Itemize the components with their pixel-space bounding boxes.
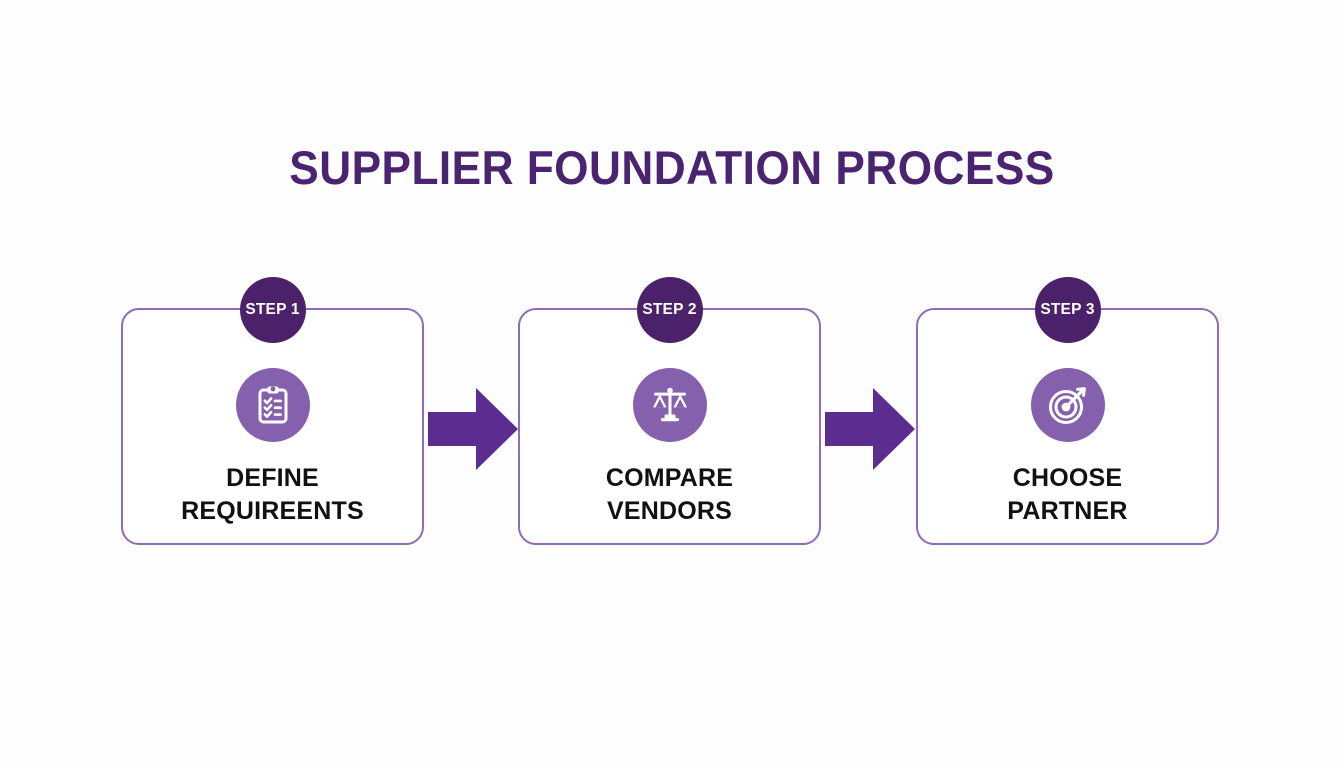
step-badge-2: STEP 2 bbox=[636, 277, 703, 343]
step-icon-circle-2 bbox=[632, 368, 707, 442]
balance-scales-icon bbox=[648, 383, 692, 427]
step-icon-circle-1 bbox=[235, 368, 310, 442]
step-label-2: COMPARE VENDORS bbox=[520, 462, 819, 528]
step-badge-3: STEP 3 bbox=[1034, 277, 1101, 343]
step-label-1-line1: DEFINE bbox=[226, 464, 319, 492]
step-label-1: DEFINE REQUIREENTS bbox=[123, 462, 422, 528]
step-card-3[interactable]: STEP 3 CHOOSE PARTNER bbox=[916, 277, 1219, 545]
step-label-3: CHOOSE PARTNER bbox=[918, 462, 1217, 528]
step-badge-1: STEP 1 bbox=[239, 277, 306, 343]
right-arrow-icon bbox=[825, 388, 915, 478]
step-label-1-line2: REQUIREENTS bbox=[181, 497, 364, 525]
connector-arrow-1 bbox=[428, 384, 518, 474]
step-icon-circle-3 bbox=[1030, 368, 1105, 442]
step-card-1[interactable]: STEP 1 DEFINE REQUIREENTS bbox=[121, 277, 424, 545]
connector-arrow-2 bbox=[825, 384, 915, 474]
step-label-2-line1: COMPARE bbox=[605, 464, 734, 492]
target-arrow-icon bbox=[1046, 383, 1090, 427]
page-title: SUPPLIER FOUNDATION PROCESS bbox=[289, 141, 1055, 194]
step-label-2-line2: VENDORS bbox=[606, 497, 733, 525]
right-arrow-icon bbox=[428, 388, 518, 478]
step-label-3-line2: PARTNER bbox=[1007, 497, 1128, 525]
clipboard-checklist-icon bbox=[251, 383, 295, 427]
step-card-2[interactable]: STEP 2 COMPARE VENDORS bbox=[518, 277, 821, 545]
step-label-3-line1: CHOOSE bbox=[1012, 464, 1123, 492]
